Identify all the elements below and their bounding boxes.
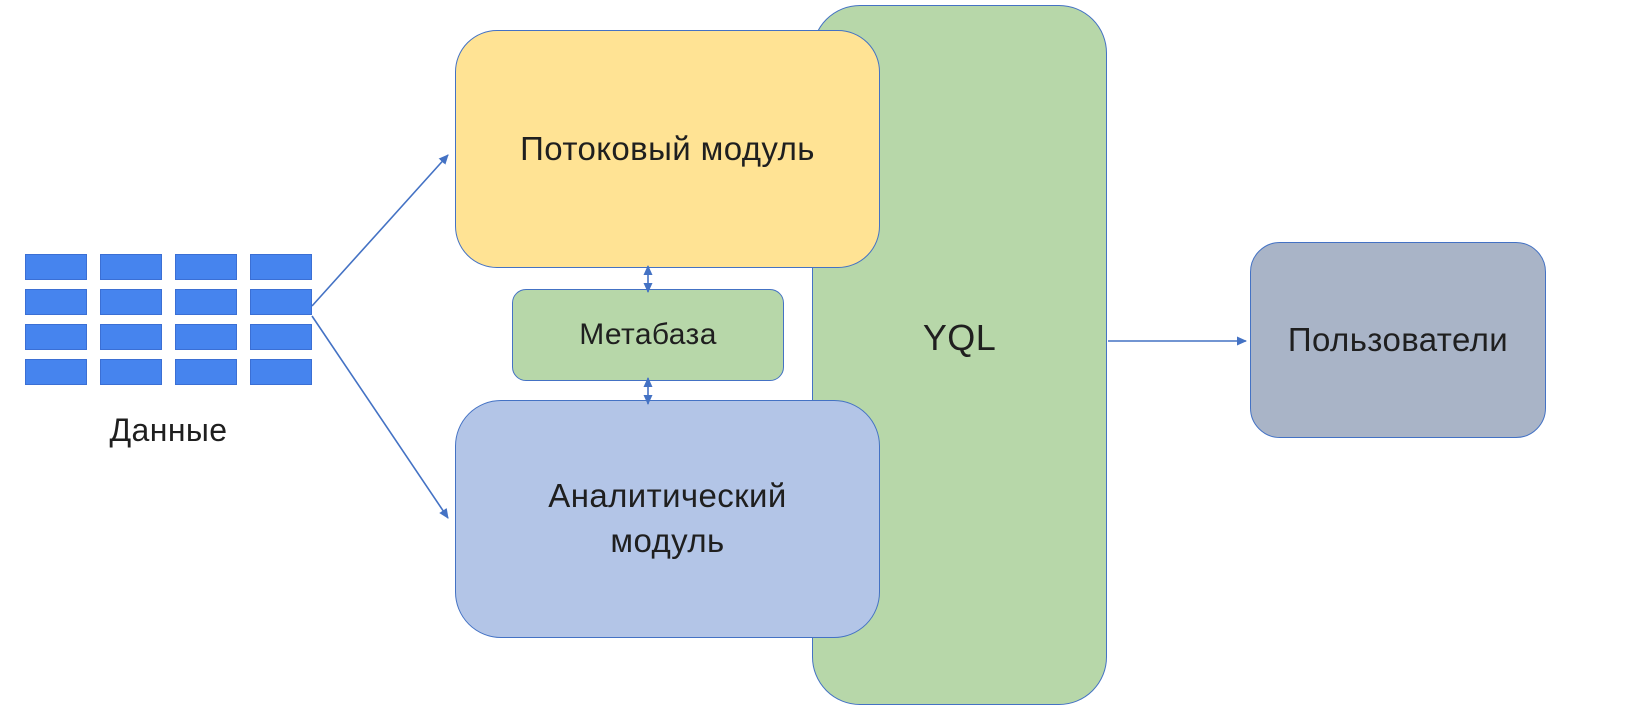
data-cell <box>175 289 237 315</box>
users-label: Пользователи <box>1287 321 1509 358</box>
data-cell <box>250 254 312 280</box>
data-grid <box>25 254 312 385</box>
data-cell <box>175 254 237 280</box>
metabase-label: Метабаза <box>579 318 717 351</box>
data-cell <box>250 359 312 385</box>
analytical-module-node: Аналитический модуль <box>455 400 880 638</box>
streaming-module-label: Потоковый модуль <box>520 130 815 167</box>
users-node: Пользователи <box>1250 242 1546 438</box>
data-cell <box>25 359 87 385</box>
metabase-node: Метабаза <box>512 289 784 381</box>
data-cell <box>100 359 162 385</box>
data-cell <box>250 289 312 315</box>
streaming-module-node: Потоковый модуль <box>455 30 880 268</box>
yql-label: YQL <box>922 317 997 358</box>
data-cell <box>25 254 87 280</box>
arrow-data-to-streaming <box>311 154 449 307</box>
data-label: Данные <box>109 412 228 448</box>
data-cell <box>25 289 87 315</box>
analytical-module-label: Аналитический модуль <box>548 477 787 559</box>
data-cell <box>175 324 237 350</box>
data-cell <box>100 254 162 280</box>
data-cell <box>100 289 162 315</box>
arrow-data-to-analytical <box>311 315 449 519</box>
data-cell <box>25 324 87 350</box>
data-cell <box>250 324 312 350</box>
data-cell <box>100 324 162 350</box>
data-cell <box>175 359 237 385</box>
